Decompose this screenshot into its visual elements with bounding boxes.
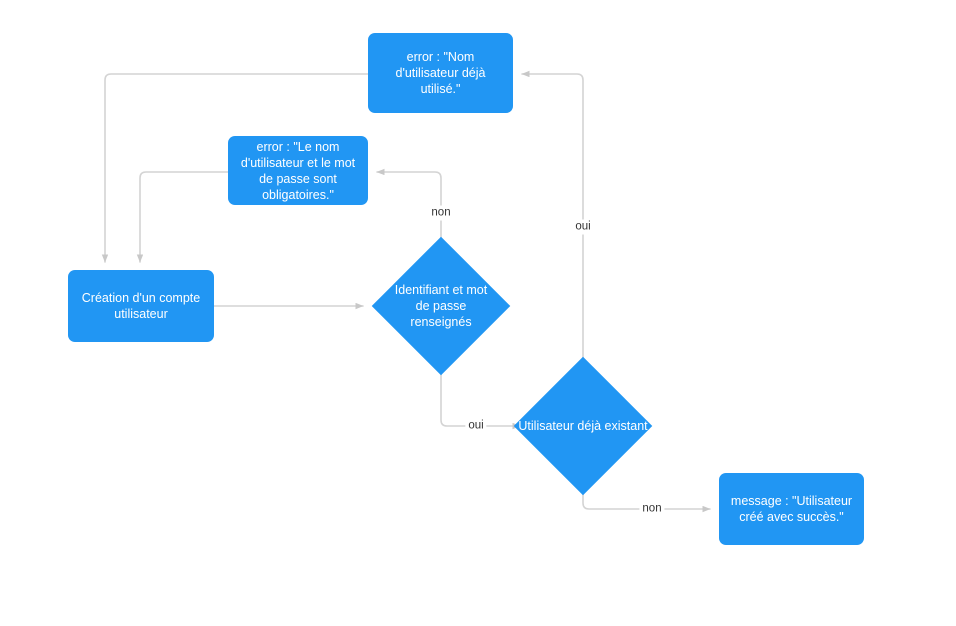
diamond-shape-existant bbox=[513, 356, 653, 496]
node-creation-compte-label: Création d'un compte utilisateur bbox=[81, 291, 201, 321]
node-error-username-taken[interactable]: error : "Nom d'utilisateur déjà utilisé.… bbox=[368, 33, 513, 113]
diamond-shape-identifiant bbox=[371, 236, 511, 376]
edge-label-oui-existant: oui bbox=[572, 219, 594, 235]
edge-decision-identifiant-non-to-error-required bbox=[376, 168, 442, 261]
edge-label-oui-identifiant: oui bbox=[465, 418, 487, 434]
node-creation-compte[interactable]: Création d'un compte utilisateur bbox=[68, 270, 214, 342]
edge-label-non-identifiant: non bbox=[428, 205, 454, 221]
edge-error-required-to-creation bbox=[136, 171, 229, 263]
node-decision-identifiant[interactable]: Identifiant et mot de passe renseignés bbox=[371, 236, 511, 376]
edge-decision-existant-non-to-message bbox=[582, 471, 711, 513]
edge-error-username-taken-to-creation bbox=[101, 73, 369, 263]
node-decision-existant[interactable]: Utilisateur déjà existant bbox=[513, 356, 653, 496]
node-message-success[interactable]: message : "Utilisateur créé avec succès.… bbox=[719, 473, 864, 545]
node-message-success-label: message : "Utilisateur créé avec succès.… bbox=[730, 494, 853, 524]
node-error-required-label: error : "Le nom d'utilisateur et le mot … bbox=[240, 139, 356, 202]
edge-decision-existant-oui-to-error-username-taken bbox=[521, 70, 584, 381]
edge-label-non-existant: non bbox=[639, 501, 665, 517]
edge-decision-identifiant-oui-to-decision-existant bbox=[440, 351, 521, 430]
node-error-required[interactable]: error : "Le nom d'utilisateur et le mot … bbox=[228, 136, 368, 205]
node-error-username-taken-label: error : "Nom d'utilisateur déjà utilisé.… bbox=[395, 50, 486, 96]
